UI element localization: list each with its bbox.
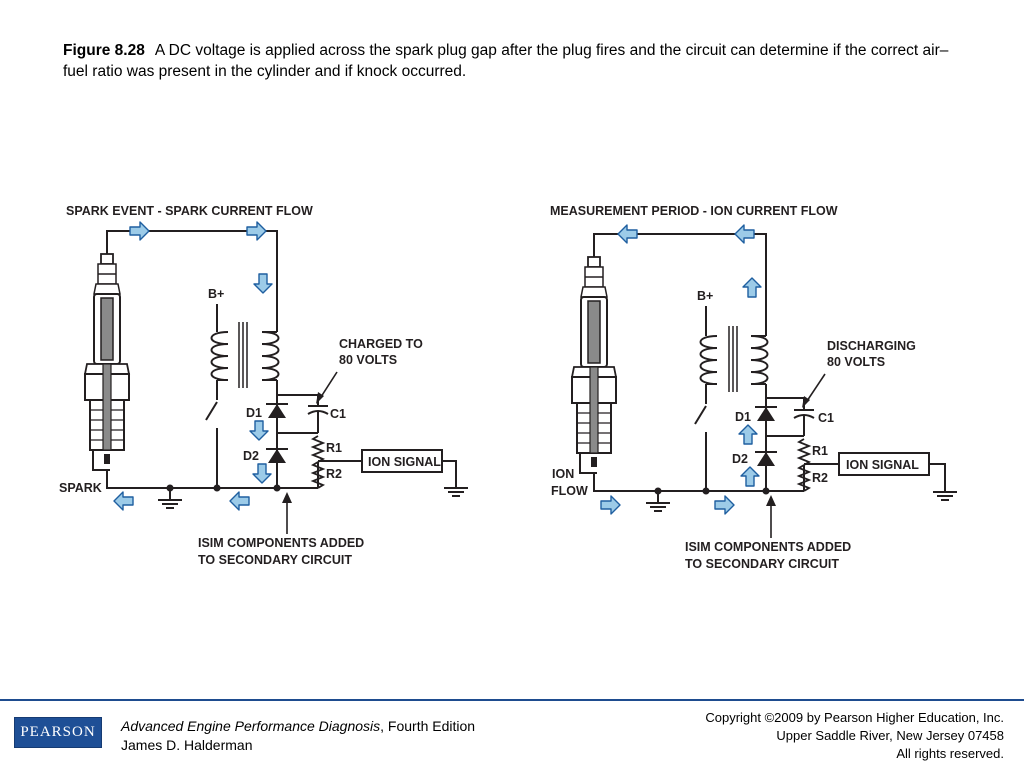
left-diagram: SPARK EVENT - SPARK CURRENT FLOW B+ D1 D… xyxy=(59,204,469,567)
right-d2-label: D2 xyxy=(732,452,748,466)
left-d1-label: D1 xyxy=(246,406,262,420)
left-spark-label: SPARK xyxy=(59,481,102,495)
right-ion-flow-line2: FLOW xyxy=(551,484,588,498)
left-diode-d2 xyxy=(268,449,286,463)
right-arrow-top-1 xyxy=(617,224,638,244)
left-arrow-bottom-2 xyxy=(229,491,250,511)
right-top-wire xyxy=(593,233,767,312)
left-ground-signal xyxy=(443,477,469,497)
left-arrow-bottom-1 xyxy=(113,491,134,511)
left-switch xyxy=(205,401,218,421)
left-r2-label: R2 xyxy=(326,467,342,481)
figure-label: Figure 8.28 xyxy=(63,42,145,59)
right-secondary-coil xyxy=(750,335,769,385)
right-diode-d1 xyxy=(757,407,775,421)
right-title: MEASUREMENT PERIOD - ION CURRENT FLOW xyxy=(550,204,838,218)
right-spark-plug xyxy=(571,256,617,474)
left-diode-d1 xyxy=(268,404,286,418)
left-secondary-coil xyxy=(261,331,280,381)
right-ion-signal: ION SIGNAL xyxy=(846,458,919,472)
book-edition: , Fourth Edition xyxy=(380,718,476,734)
left-resistor-r1 xyxy=(312,435,324,463)
right-r1-label: R1 xyxy=(812,444,828,458)
left-c1-label: C1 xyxy=(330,407,346,421)
left-primary-coil xyxy=(210,331,229,381)
right-arrow-d2 xyxy=(740,466,760,487)
right-d1-label: D1 xyxy=(735,410,751,424)
right-isim-line2: TO SECONDARY CIRCUIT xyxy=(685,557,839,571)
left-arrow-top-1 xyxy=(129,221,150,241)
right-primary-coil xyxy=(699,335,718,385)
pearson-logo: PEARSON xyxy=(14,717,102,748)
right-arrow-top-2 xyxy=(734,224,755,244)
copyright: Copyright ©2009 by Pearson Higher Educat… xyxy=(705,709,1004,763)
right-diode-d2 xyxy=(757,452,775,466)
left-isim-line2: TO SECONDARY CIRCUIT xyxy=(198,553,352,567)
right-bottom-wire xyxy=(593,473,804,492)
right-ion-flow-line1: ION xyxy=(552,467,574,481)
right-arrow-d1 xyxy=(738,424,758,445)
left-arrow-d1 xyxy=(249,420,269,441)
right-discharging-line1: DISCHARGING xyxy=(827,339,916,353)
left-b-plus: B+ xyxy=(208,287,224,301)
left-charged-line1: CHARGED TO xyxy=(339,337,423,351)
right-switch xyxy=(694,405,707,425)
book-title: Advanced Engine Performance Diagnosis xyxy=(121,718,381,734)
right-b-plus: B+ xyxy=(697,289,713,303)
right-isim-line1: ISIM COMPONENTS ADDED xyxy=(685,540,851,554)
left-title: SPARK EVENT - SPARK CURRENT FLOW xyxy=(66,204,313,218)
left-spark-plug xyxy=(84,253,130,471)
right-arrow-up xyxy=(742,277,762,298)
copyright-line1: Copyright ©2009 by Pearson Higher Educat… xyxy=(705,710,1004,725)
right-resistor-r1 xyxy=(798,438,810,466)
book-info: Advanced Engine Performance Diagnosis, F… xyxy=(121,717,475,755)
left-arrow-down xyxy=(253,273,273,294)
footer-divider xyxy=(0,699,1024,701)
left-ground-main xyxy=(157,489,183,509)
right-c1-label: C1 xyxy=(818,411,834,425)
figure-caption-text: A DC voltage is applied across the spark… xyxy=(63,42,949,80)
right-ground-signal xyxy=(932,481,958,501)
right-ground-main xyxy=(645,492,671,512)
copyright-line2: Upper Saddle River, New Jersey 07458 xyxy=(776,728,1004,743)
left-top-wire xyxy=(106,230,278,310)
right-r2-label: R2 xyxy=(812,471,828,485)
copyright-line3: All rights reserved. xyxy=(896,746,1004,761)
left-r1-label: R1 xyxy=(326,441,342,455)
left-arrow-top-2 xyxy=(246,221,267,241)
left-arrow-d2 xyxy=(252,463,272,484)
left-isim-line1: ISIM COMPONENTS ADDED xyxy=(198,536,364,550)
left-charged-line2: 80 VOLTS xyxy=(339,353,397,367)
book-author: James D. Halderman xyxy=(121,737,253,753)
left-ion-signal: ION SIGNAL xyxy=(368,455,441,469)
left-bottom-wire xyxy=(106,470,318,489)
right-discharging-line2: 80 VOLTS xyxy=(827,355,885,369)
right-diagram: MEASUREMENT PERIOD - ION CURRENT FLOW B+… xyxy=(550,204,958,571)
right-arrow-bottom-2 xyxy=(714,495,735,515)
right-arrow-bottom-1 xyxy=(600,495,621,515)
left-d2-label: D2 xyxy=(243,449,259,463)
